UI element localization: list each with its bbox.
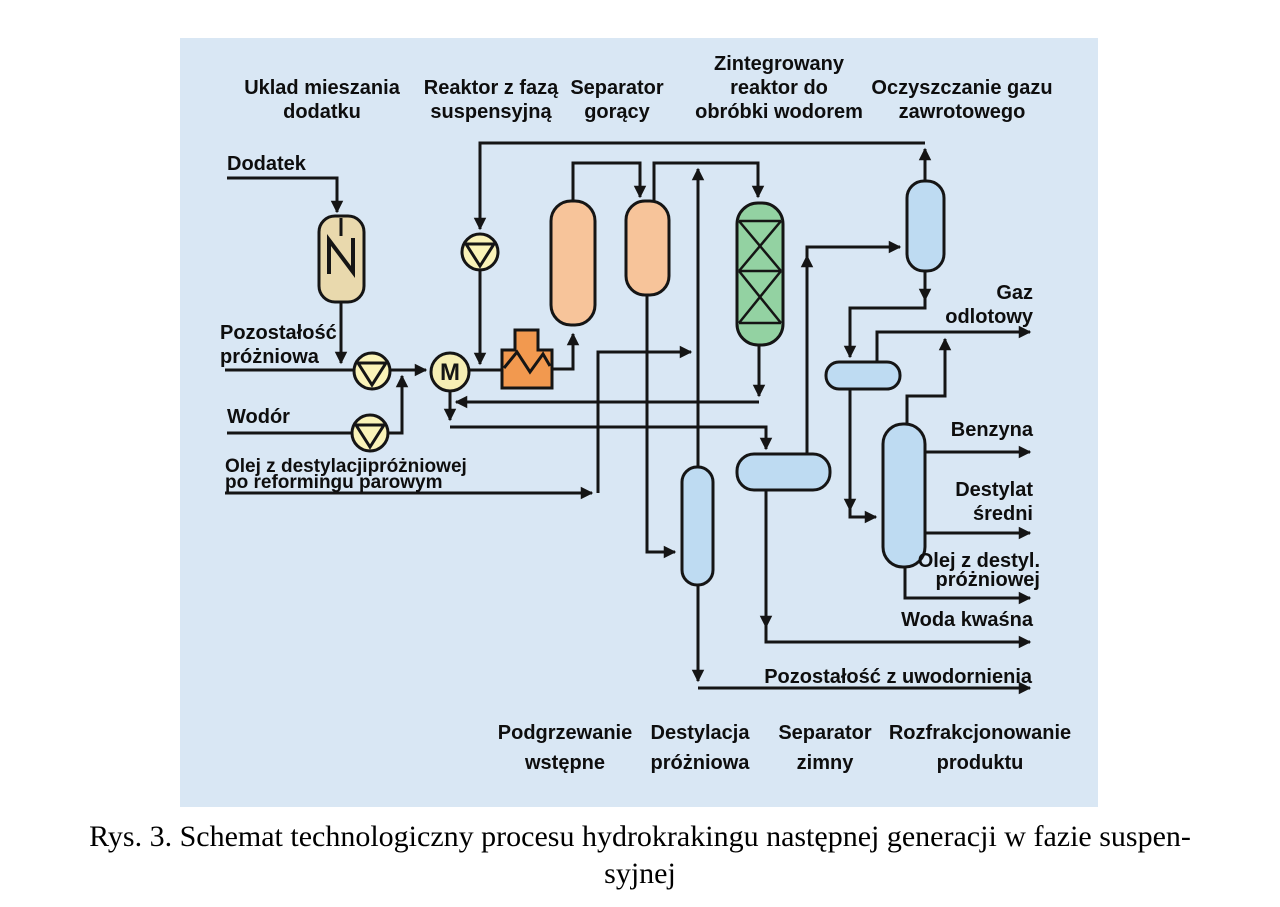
label-reaktor-faza: Reaktor z fazą suspensyjną: [423, 77, 559, 123]
pipe-hot-sep-bottoms: [645, 295, 677, 559]
mixer: M: [429, 351, 471, 393]
hydrogen-pump: [350, 413, 390, 453]
label-wodor: Wodór: [227, 406, 290, 428]
pipe-wodor-feed: [227, 374, 409, 435]
label-olej-z-destyl: Olej z destyl. próżniowej: [917, 550, 1040, 591]
label-destylacja-prozniowa: Destylacja próżniowa: [650, 722, 750, 774]
label-gaz-odlotowy: Gaz odlotowy: [945, 282, 1033, 328]
furnace: [500, 328, 554, 390]
pipe-frac-bottoms-out: [903, 567, 1032, 605]
agitator-icon: [327, 234, 355, 278]
feed-pump: [352, 351, 392, 391]
hot-separator-vessel: [624, 199, 671, 297]
pipe-drum-bottoms: [848, 389, 878, 524]
label-woda-kwasna: Woda kwaśna: [901, 609, 1033, 631]
pipe-fractionator-overhead: [905, 337, 952, 425]
cold-separator-vessel: [735, 452, 832, 492]
pipe-reactor-to-hot-separator: [571, 161, 647, 201]
pipe-hot-separator-to-green-reactor: [652, 161, 765, 201]
catalyst-bed-icon: [738, 219, 782, 325]
label-pozostalosc-prozniowa: Pozostałość próżniowa: [220, 322, 337, 368]
pipe-woda-kwasna-out: [764, 490, 1032, 649]
mixer-symbol: M: [440, 359, 460, 386]
pipe-branch-352: [596, 345, 693, 400]
pipe-gaz-odlotowy-out: [875, 325, 1032, 363]
equipment: M: [317, 179, 946, 587]
label-olej-z-destylacji: Olej z destylacjipróżniowej po reforming…: [225, 456, 467, 493]
pipe-dodatek-feed: [227, 176, 344, 214]
pipe-lines: [225, 141, 1032, 695]
slurry-reactor-vessel: [549, 199, 597, 327]
label-dodatek: Dodatek: [227, 153, 306, 175]
vacuum-column: [680, 465, 715, 587]
gas-purification-column: [905, 179, 946, 273]
label-separator-goracy: Separator gorący: [570, 77, 664, 123]
pipe-to-cold-separator: [450, 425, 773, 451]
recycle-compressor: [460, 232, 500, 272]
pipe-recycle-gas: [473, 141, 925, 231]
pipe-furnace-to-reactor: [552, 332, 580, 371]
fractionator-column: [881, 422, 927, 569]
label-destylat-sredni: Destylat średni: [955, 479, 1033, 525]
label-pozostalosc-z-uwodornienia: Pozostałość z uwodornienia: [764, 666, 1032, 688]
pipe-absorber-bottoms: [843, 270, 927, 359]
label-rozfrakcjonowanie: Rozfrakcjonowanie produktu: [888, 722, 1072, 774]
label-oczyszczanie-gazu: Oczyszczanie gazu zawrotowego: [871, 77, 1053, 123]
label-benzyna: Benzyna: [950, 419, 1033, 441]
pipe-cold-sep-gas: [805, 240, 902, 455]
furnace-coil-icon: [502, 349, 552, 375]
label-uklad-mieszania: Uklad mieszania dodatku: [244, 77, 400, 123]
label-zintegrowany-reaktor: Zintegrowany reaktor do obróbki wodorem: [695, 53, 863, 123]
label-podgrzewanie: Podgrzewanie wstępne: [497, 722, 633, 774]
figure-caption: Rys. 3. Schemat technologiczny procesu h…: [89, 820, 1191, 890]
flash-drum: [824, 360, 902, 391]
label-separator-zimny: Separator zimny: [778, 722, 872, 774]
